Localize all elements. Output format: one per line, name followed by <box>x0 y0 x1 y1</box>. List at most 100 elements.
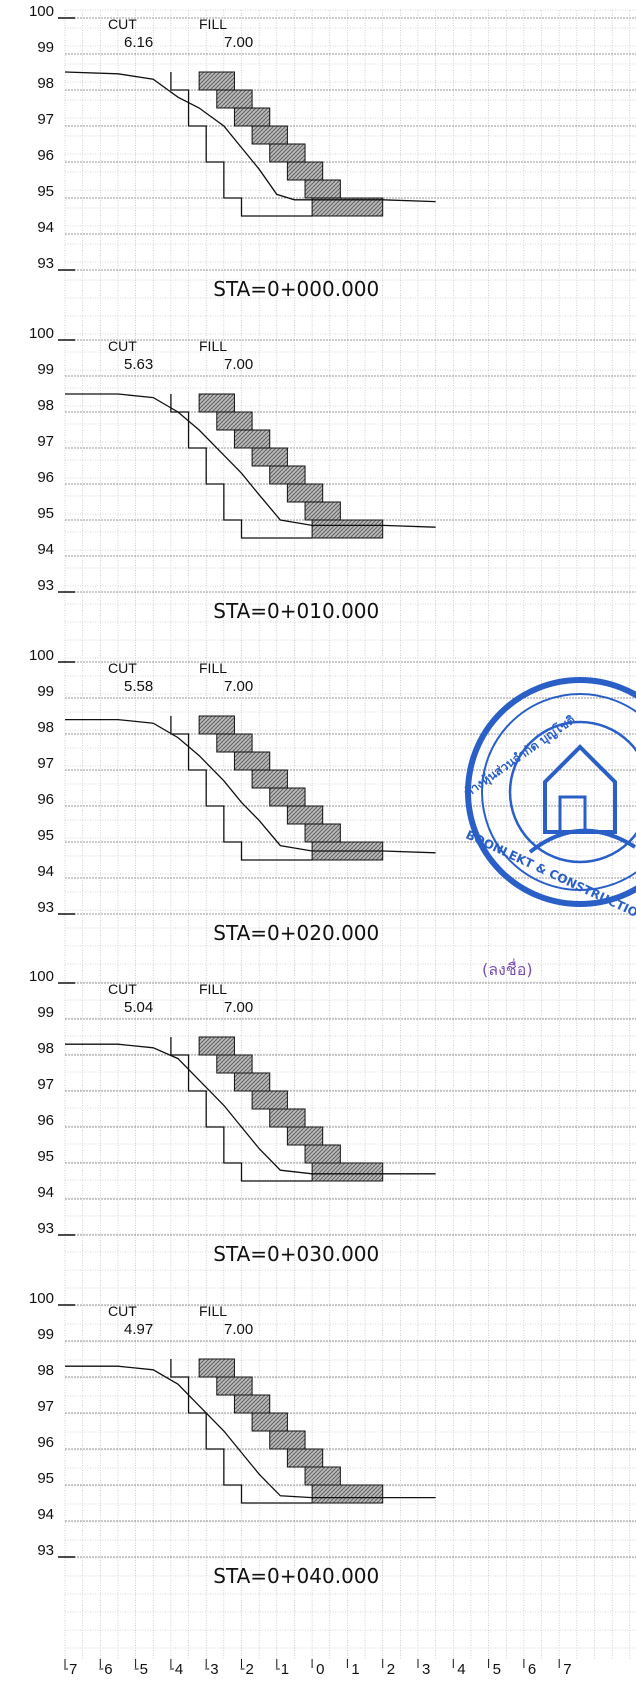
cut-label: CUT <box>108 16 137 32</box>
y-tick-label: 100 <box>29 1290 54 1307</box>
cut-value: 5.58 <box>124 678 153 695</box>
y-tick-label: 96 <box>37 1434 54 1451</box>
x-tick-label: 1 <box>281 1661 289 1678</box>
y-tick-label: 94 <box>37 863 54 880</box>
fill-block <box>251 769 288 789</box>
fill-value: 7.00 <box>224 34 253 51</box>
cut-label: CUT <box>108 338 137 354</box>
fill-block <box>251 447 288 467</box>
fill-label: FILL <box>199 16 227 32</box>
fill-block <box>304 501 341 521</box>
fill-label: FILL <box>199 338 227 354</box>
y-tick-label: 96 <box>37 1112 54 1129</box>
y-tick-label: 98 <box>37 397 54 414</box>
station-label: STA=0+020.000 <box>213 921 379 945</box>
cut-template-line <box>170 394 313 539</box>
y-tick-label: 93 <box>37 255 54 272</box>
y-tick-label: 97 <box>37 433 54 450</box>
y-tick-label: 94 <box>37 1184 54 1201</box>
y-tick-label: 97 <box>37 1398 54 1415</box>
y-tick-label: 100 <box>29 3 54 20</box>
y-tick-label: 99 <box>37 1326 54 1343</box>
fill-block <box>269 465 306 485</box>
section-1: 10099989796959493CUT5.63FILL7.00STA=0+01… <box>29 325 636 623</box>
cut-value: 5.63 <box>124 356 153 373</box>
sections: 10099989796959493CUT6.16FILL7.00STA=0+00… <box>29 3 636 1588</box>
cut-label: CUT <box>108 981 137 997</box>
y-tick-label: 99 <box>37 683 54 700</box>
fill-block <box>198 393 235 413</box>
fill-block <box>304 1144 341 1164</box>
cut-template-line <box>170 72 313 217</box>
fill-block <box>269 143 306 163</box>
fill-base-block <box>311 1162 384 1182</box>
x-tick-label: 1 <box>351 1661 359 1678</box>
cut-label: CUT <box>108 660 137 676</box>
y-tick-label: 98 <box>37 75 54 92</box>
y-tick-label: 99 <box>37 361 54 378</box>
cut-template-line <box>170 716 313 861</box>
y-tick-label: 98 <box>37 719 54 736</box>
fill-block <box>251 1090 288 1110</box>
y-tick-label: 94 <box>37 219 54 236</box>
fill-block <box>233 751 271 771</box>
station-label: STA=0+030.000 <box>213 1242 379 1266</box>
x-tick-label: 3 <box>210 1661 218 1678</box>
x-tick-label: 7 <box>563 1661 571 1678</box>
cut-value: 5.04 <box>124 999 153 1016</box>
existing-ground-line <box>65 1365 436 1499</box>
y-tick-label: 93 <box>37 577 54 594</box>
grid <box>64 9 636 1660</box>
y-tick-label: 95 <box>37 505 54 522</box>
y-tick-label: 96 <box>37 147 54 164</box>
x-tick-label: 4 <box>457 1661 465 1678</box>
fill-block <box>269 1430 306 1450</box>
x-tick-label: 5 <box>140 1661 148 1678</box>
fill-value: 7.00 <box>224 1321 253 1338</box>
fill-block <box>286 1448 324 1468</box>
station-label: STA=0+010.000 <box>213 599 379 623</box>
y-tick-label: 97 <box>37 1076 54 1093</box>
existing-ground-line <box>64 71 436 203</box>
fill-base-block <box>311 519 384 539</box>
fill-block <box>216 1376 253 1396</box>
fill-block <box>233 107 271 127</box>
fill-value: 7.00 <box>224 678 253 695</box>
y-tick-label: 95 <box>37 827 54 844</box>
existing-ground-line <box>65 393 436 528</box>
fill-block <box>233 1072 271 1092</box>
fill-value: 7.00 <box>224 999 253 1016</box>
fill-block <box>304 179 341 199</box>
station-label: STA=0+000.000 <box>213 277 379 301</box>
y-tick-label: 100 <box>29 325 54 342</box>
fill-block <box>216 733 253 753</box>
fill-value: 7.00 <box>224 356 253 373</box>
cut-value: 4.97 <box>124 1321 153 1338</box>
y-tick-label: 95 <box>37 1148 54 1165</box>
fill-base-block <box>311 197 384 217</box>
y-tick-label: 94 <box>37 1506 54 1523</box>
fill-block <box>286 805 324 825</box>
y-tick-label: 95 <box>37 183 54 200</box>
fill-block <box>233 1394 271 1414</box>
fill-block <box>251 1412 288 1432</box>
fill-block <box>269 787 306 807</box>
y-tick-label: 99 <box>37 39 54 56</box>
section-0: 10099989796959493CUT6.16FILL7.00STA=0+00… <box>29 3 636 301</box>
cut-label: CUT <box>108 1303 137 1319</box>
station-label: STA=0+040.000 <box>213 1564 379 1588</box>
fill-block <box>269 1108 306 1128</box>
fill-block <box>216 411 253 431</box>
fill-block <box>286 161 324 181</box>
y-tick-label: 93 <box>37 899 54 916</box>
y-tick-label: 97 <box>37 111 54 128</box>
y-tick-label: 98 <box>37 1362 54 1379</box>
y-tick-label: 93 <box>37 1542 54 1559</box>
section-4: 10099989796959493CUT4.97FILL7.00STA=0+04… <box>29 1290 636 1588</box>
fill-block <box>233 429 271 449</box>
fill-block <box>251 125 288 145</box>
fill-block <box>198 1358 235 1378</box>
fill-block <box>216 89 253 109</box>
